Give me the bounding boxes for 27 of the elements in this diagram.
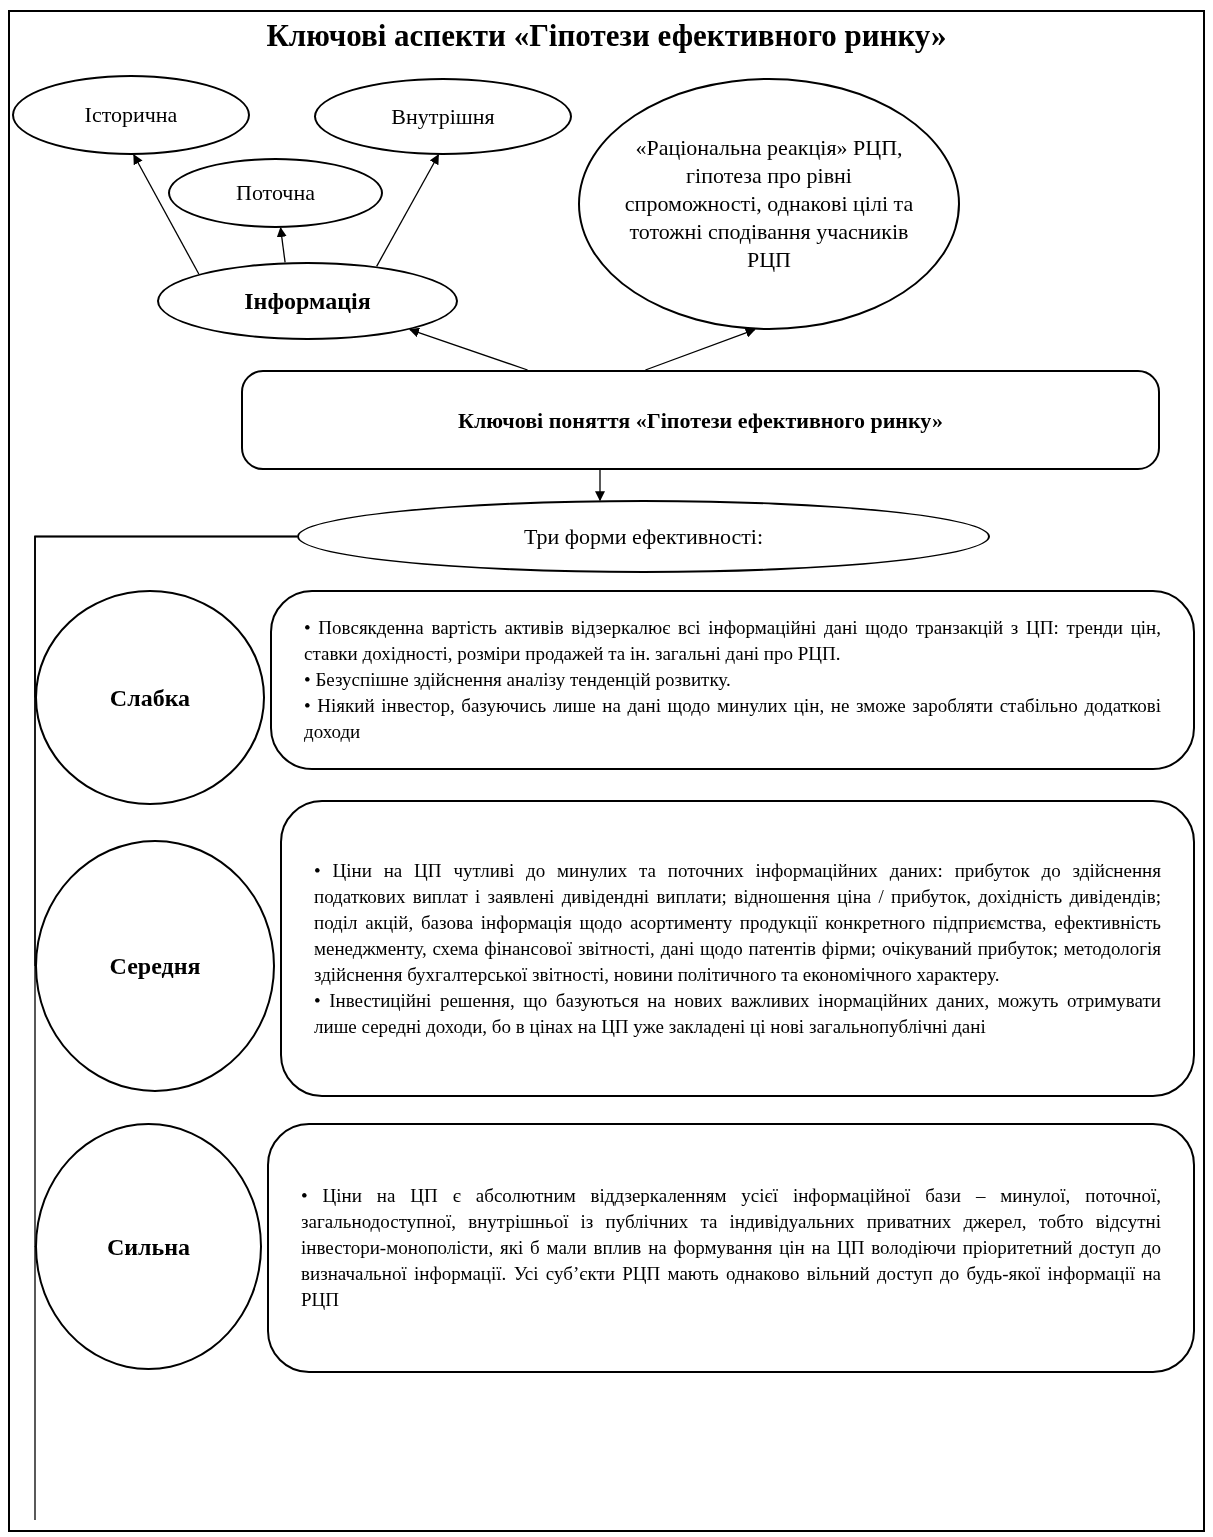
node-label: Ключові поняття «Гіпотези ефективного ринку»: [458, 406, 943, 435]
node-label: Три форми ефективності:: [523, 522, 764, 551]
node-label: Історична: [84, 101, 178, 129]
diagram-title: Ключові аспекти «Гіпотези ефективного ринку»: [266, 18, 947, 53]
rounded-box: [270, 590, 1195, 770]
rounded-box: [280, 800, 1195, 1097]
bullet-item: • Безуспішне здійснення аналізу тенденцій розвитку.: [304, 668, 732, 692]
connector-line: [276, 226, 287, 264]
rounded-box: [267, 1123, 1195, 1373]
connector-line: [376, 154, 440, 267]
node-label: Середня: [109, 952, 201, 980]
node-label: Поточна: [236, 179, 315, 207]
connector-line: [133, 154, 200, 275]
node-label: Слабка: [109, 683, 191, 712]
bullet-item: • Інвестиційні решення, що базуються на нових важливих інормаційних даних, можуть отримувати лише середні доходи, бо в цінах на ЦП уже закладені ці нові загальнопублічні дані: [314, 988, 1161, 1039]
connector-line: [595, 469, 605, 502]
bullet-item: • Ціни на ЦП є абсолютним віддзеркаленням усієї інформаційної бази – минулої, поточної, загальнодоступної, внутрішньої із публічних та індивідуальних приватних джерел, тобто відсутні інвестори-монополісти, які б мали вплив на формування цін на ЦП володіючи пріоритетний доступ до визначальної інформації. Усі суб’єкти РЦП мають однаково вільний доступ до будь-якої інформації на РЦП: [301, 1184, 1161, 1312]
bullet-item: • Ціни на ЦП чутливі до минулих та поточних інформаційних даних: прибуток до здійснення податкових виплат і заявлені дивідендні виплати; відношення ціна / прибуток, дохідність дивідендів; поділ акцій, базова інформація щодо асортименту продукції конкретного підприємства, ефективність менеджменту, схема фінансової звітності, дані щодо патентів фірми; очікуваний прибуток; методологія здійснення бухгалтерської звітності, новини політичного та економічного характеру.: [314, 858, 1161, 987]
rounded-box: [241, 370, 1160, 470]
node-label: Інформація: [244, 287, 371, 315]
node-label: Сильна: [106, 1232, 191, 1261]
connector-line: [644, 328, 756, 371]
bullet-item: • Ніякий інвестор, базуючись лише на дані щодо минулих цін, не зможе заробляти стабільно додаткові доходи: [304, 694, 1161, 744]
connector-line: [409, 327, 529, 371]
node-label: «Раціональна реакція» РЦП, гіпотеза про рівні спроможності, однакові цілі та тотожні сподівання учасників РЦП: [623, 134, 915, 274]
node-label: Внутрішня: [391, 102, 495, 131]
bullet-item: • Повсякденна вартість активів відзеркалює всі інформаційні дані щодо транзакцій з ЦП: тренди цін, ставки дохідності, розміри продажей та ін. загальні дані про РЦП.: [304, 616, 1161, 666]
